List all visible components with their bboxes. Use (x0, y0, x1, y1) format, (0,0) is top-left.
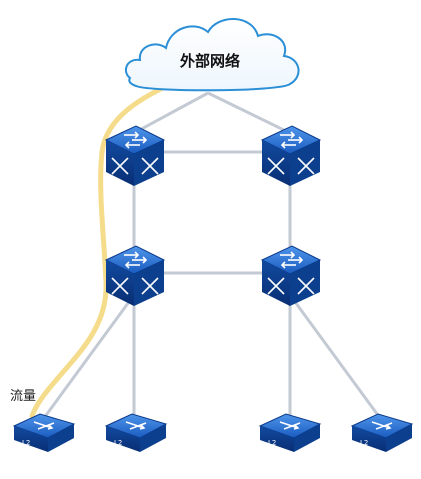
l2-badge: L2 (114, 439, 122, 447)
core-switch-left-icon (104, 125, 166, 186)
link-cloud-core-left (133, 91, 209, 135)
link-cloud-core-right (207, 91, 291, 135)
link-dist-right-l2-4 (288, 294, 382, 419)
distribution-switch-left-icon (104, 245, 166, 306)
traffic-label: 流量 (10, 389, 37, 404)
cloud-label: 外部网络 (179, 52, 240, 70)
l2-switch-4-icon: L2 (350, 413, 414, 452)
traffic-path (29, 79, 178, 419)
l2-switch-1-icon: L2 (12, 413, 76, 452)
l2-switch-3-icon: L2 (258, 413, 322, 452)
l2-switch-2-icon: L2 (104, 413, 168, 452)
l2-badge: L2 (22, 439, 30, 447)
core-switch-right-icon (260, 125, 322, 186)
network-links (42, 91, 382, 419)
distribution-switch-right-icon (260, 245, 322, 306)
link-dist-left-l2-1 (42, 294, 136, 419)
cloud-icon (124, 18, 300, 92)
l2-badge: L2 (268, 439, 276, 447)
l2-badge: L2 (360, 439, 368, 447)
